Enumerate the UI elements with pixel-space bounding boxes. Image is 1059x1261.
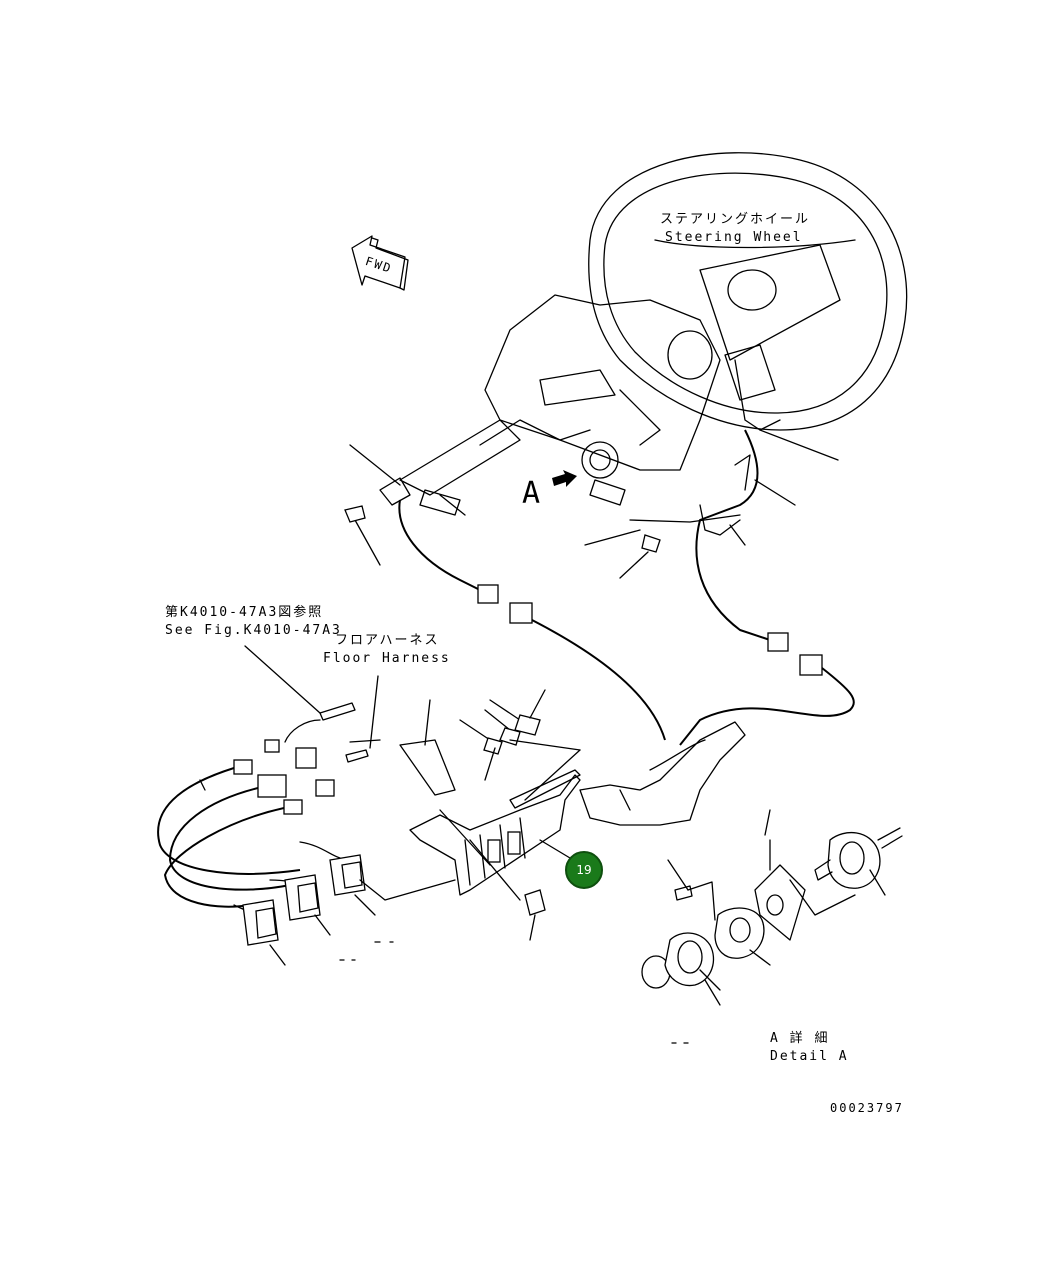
view-a-label: A xyxy=(522,476,541,511)
bracket xyxy=(399,699,581,941)
part-callout-19[interactable]: 19 xyxy=(565,851,603,889)
steering-column xyxy=(379,294,721,516)
see-fig-label-en: See Fig.K4010-47A3 xyxy=(165,623,342,638)
view-arrow-icon xyxy=(552,470,577,487)
detail-a-label-en: Detail A xyxy=(770,1049,849,1064)
upper-harness xyxy=(398,429,855,746)
left-harness xyxy=(157,645,381,913)
harness-junction xyxy=(579,721,746,826)
steering-wheel-label-en: Steering Wheel xyxy=(665,230,803,245)
detail-a-label-jp: A 詳 細 xyxy=(770,1031,830,1046)
small-bolts xyxy=(459,689,581,781)
detail-a-parts xyxy=(641,809,903,1006)
floor-harness-label-en: Floor Harness xyxy=(323,651,451,666)
leader-lines-upper xyxy=(349,429,839,579)
floor-harness-label-jp: フロアハーネス xyxy=(335,633,440,648)
fwd-arrow-icon xyxy=(351,235,409,291)
switches xyxy=(242,854,456,966)
bolts-upper xyxy=(344,505,661,553)
see-fig-label-jp: 第K4010-47A3図参照 xyxy=(165,605,324,620)
drawing-number: 00023797 xyxy=(830,1101,904,1115)
steering-wheel xyxy=(588,152,908,431)
steering-wheel-label-jp: ステアリングホイール xyxy=(660,212,811,227)
faint-marks xyxy=(339,941,689,1044)
